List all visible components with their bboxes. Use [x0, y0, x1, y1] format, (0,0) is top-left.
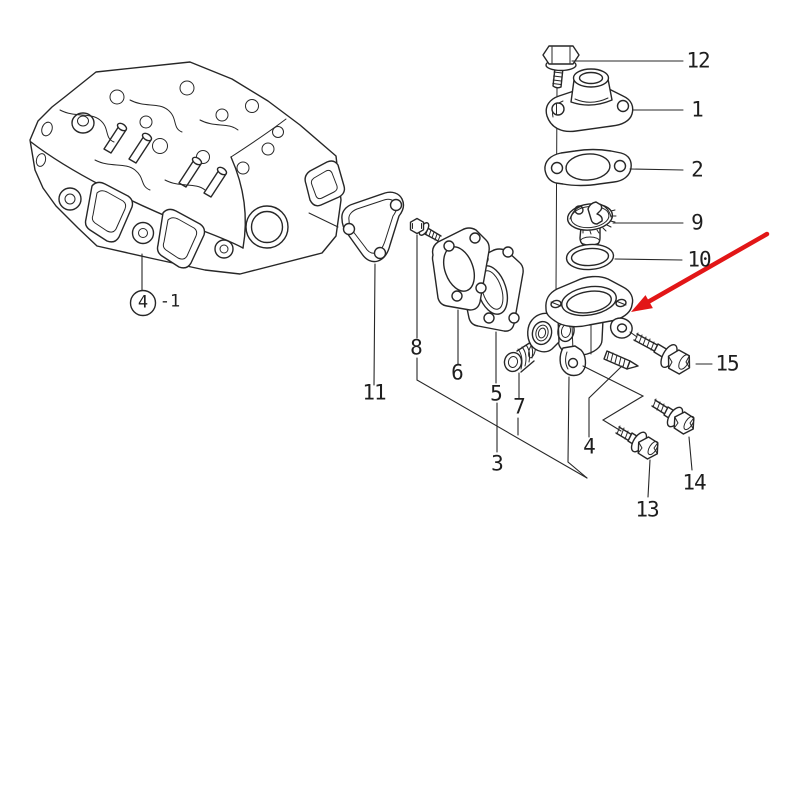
gasket-11 [341, 191, 405, 263]
callout-4-1-suffix: -1 [159, 291, 181, 312]
callout-12: 12 [686, 48, 710, 73]
case-foot [559, 345, 587, 377]
callout-7: 7 [513, 394, 526, 419]
bolt-15 [633, 332, 691, 375]
callout-6: 6 [451, 360, 464, 385]
o-ring-10 [565, 243, 615, 271]
line-art [29, 45, 713, 498]
callout-11: 11 [362, 380, 386, 405]
bolt-12 [542, 45, 580, 89]
callout-8: 8 [410, 335, 423, 360]
callout-9: 9 [691, 210, 704, 235]
callout-10: 10 [687, 247, 711, 272]
callout-1: 1 [691, 97, 704, 122]
callout-14: 14 [682, 470, 706, 495]
thermostat-case [527, 275, 639, 377]
leader-lines [129, 60, 713, 498]
head-gasket-axis [308, 212, 339, 228]
arrow-head [631, 295, 653, 312]
stud-bolt-4 [603, 350, 639, 370]
callout-4: 4 [583, 434, 596, 459]
pointer-arrow [631, 231, 770, 312]
case-ear [609, 317, 633, 339]
callout-5: 5 [490, 381, 503, 406]
bolt-13 [615, 425, 659, 460]
head-ref-circle [129, 289, 157, 317]
gasket-2 [544, 148, 632, 187]
callout-4-1-circled: 4 [137, 292, 149, 313]
bolt-14 [651, 398, 695, 435]
plug-7 [503, 341, 536, 373]
cylinder-head [29, 61, 346, 275]
callout-3: 3 [491, 451, 504, 476]
callout-15: 15 [715, 351, 739, 376]
thermostat-9 [566, 201, 617, 248]
callout-2: 2 [691, 157, 704, 182]
bolt-8 [409, 217, 442, 242]
water-outlet-cap-1 [545, 68, 634, 133]
callout-13: 13 [635, 497, 659, 522]
case-plate-6 [431, 227, 490, 311]
arrow-shaft [645, 231, 770, 305]
